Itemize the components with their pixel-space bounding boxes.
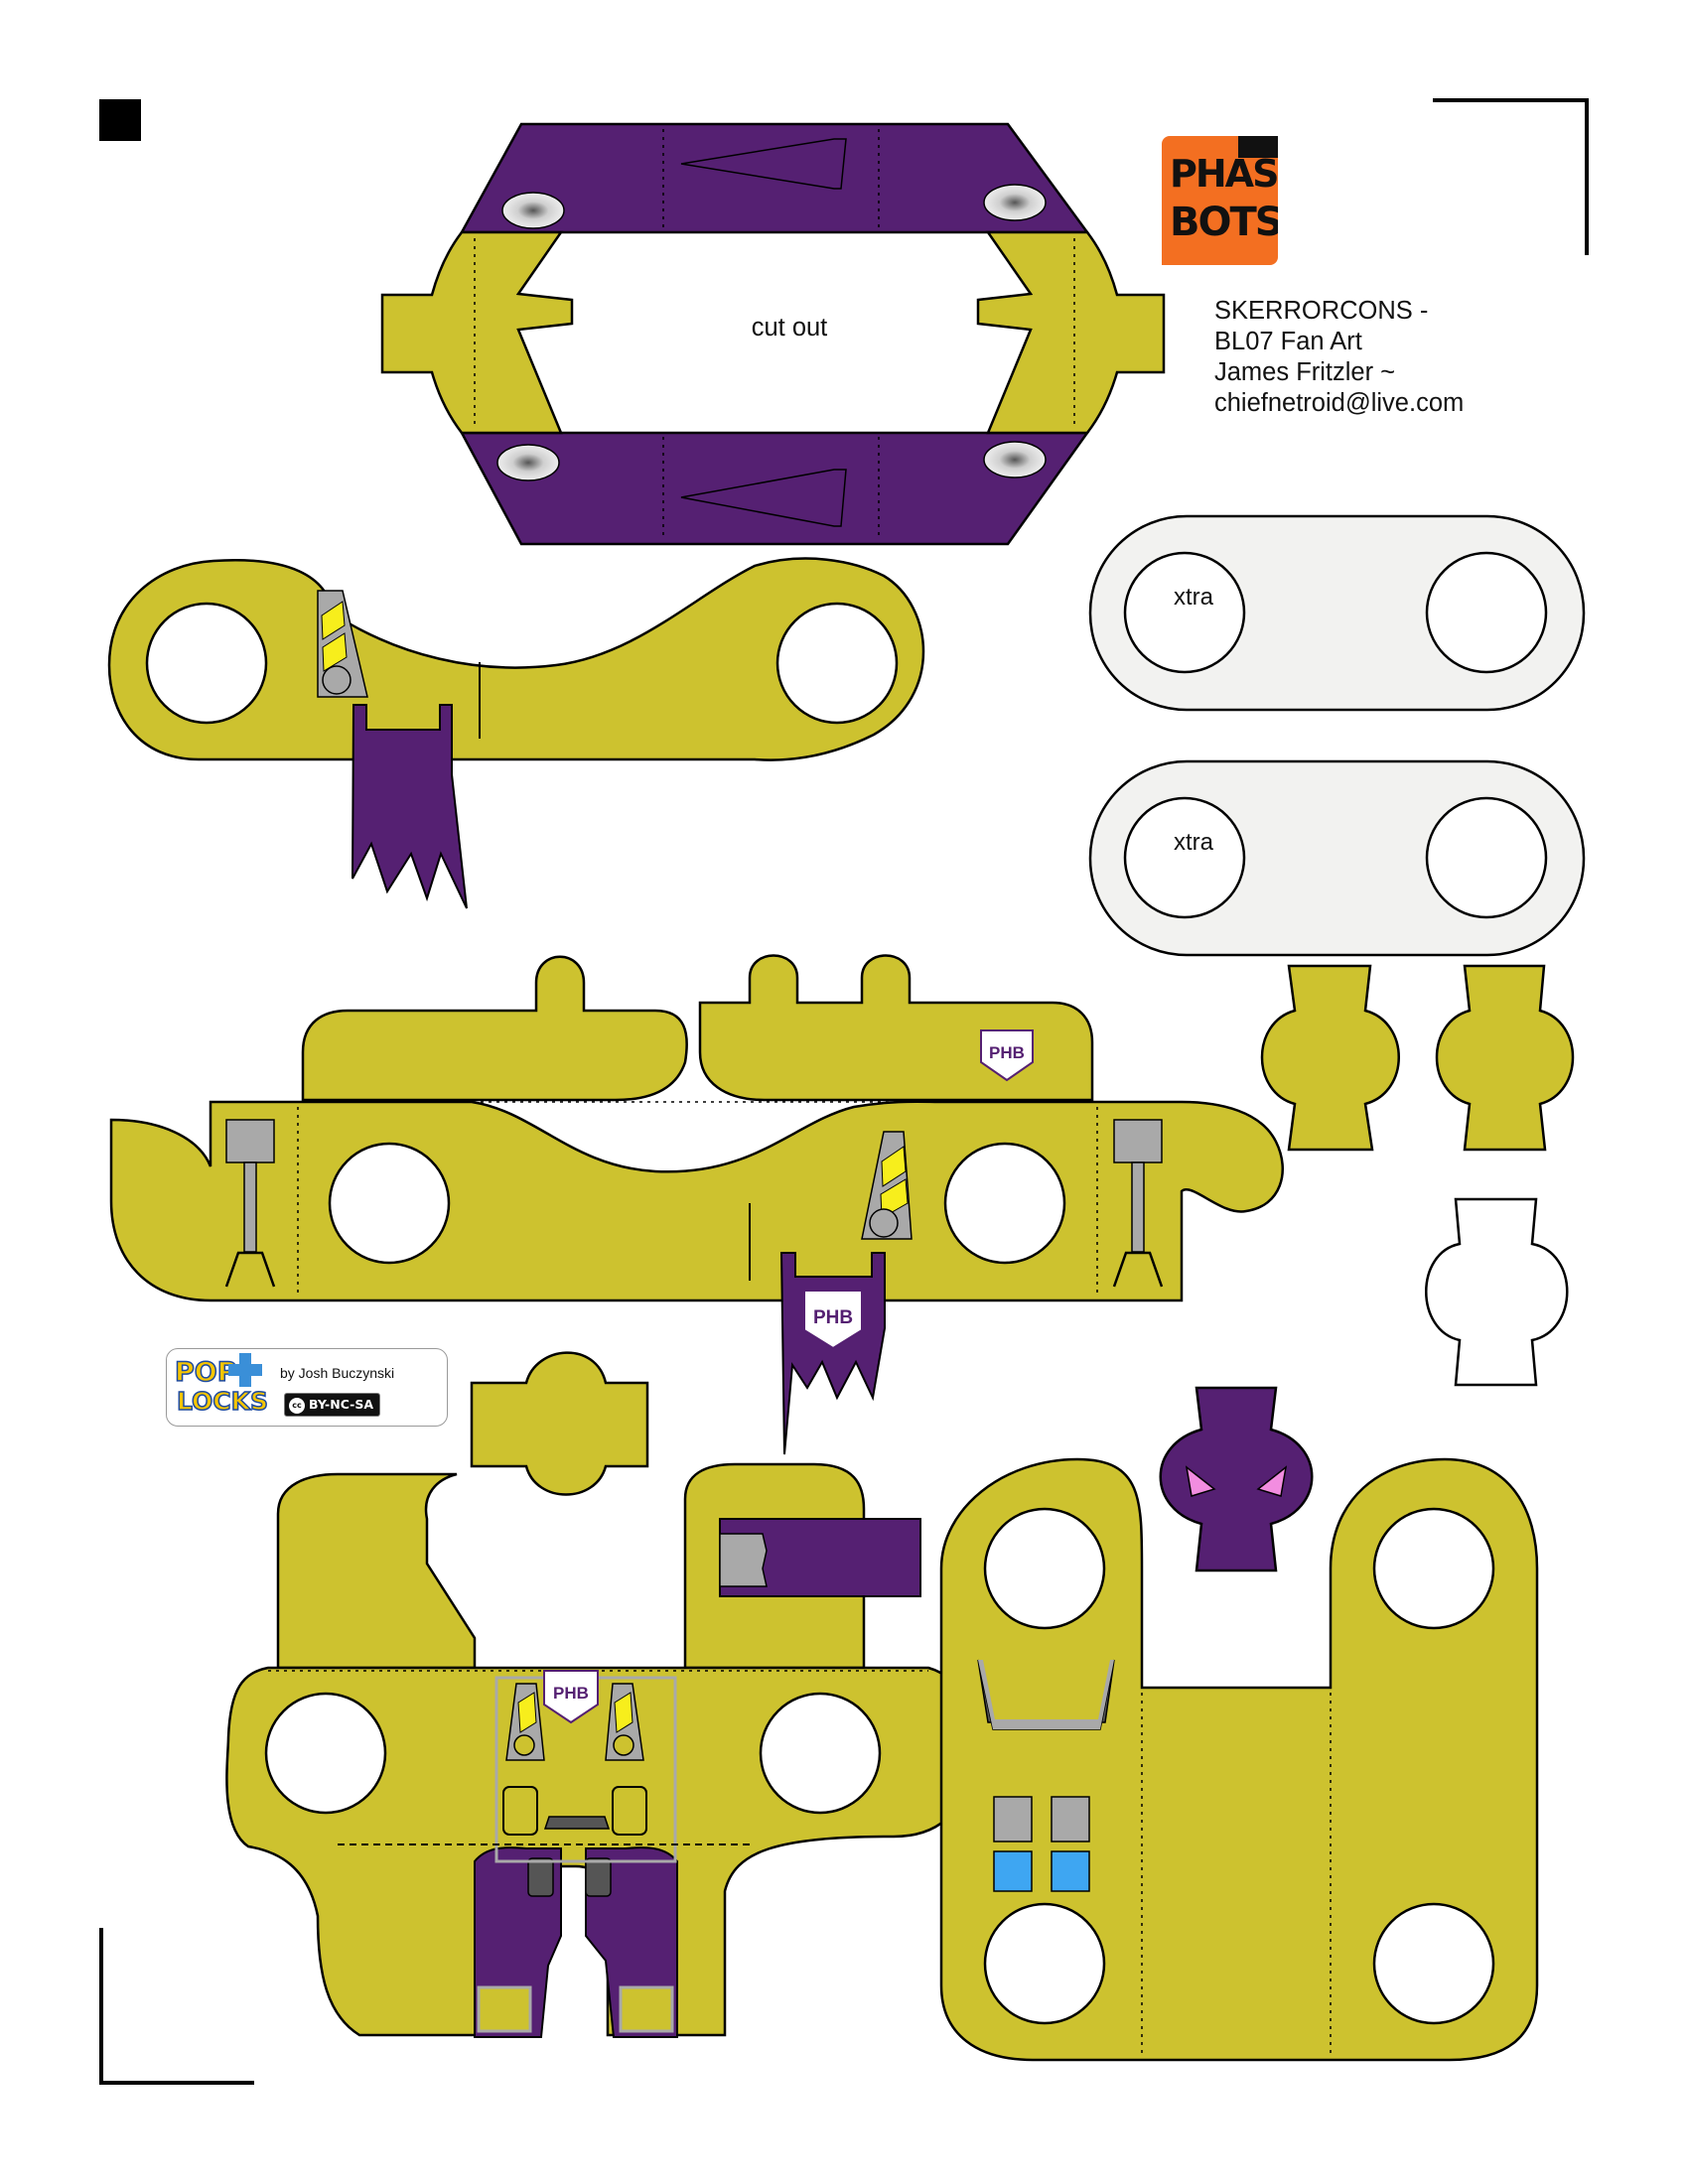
rivet-top-left bbox=[501, 192, 565, 229]
poplocks-badge: POP LOCKS by Josh Buczynski cc BY-NC-SA bbox=[166, 1348, 448, 1427]
phb-decepticon-badge-icon: PHB bbox=[803, 1290, 863, 1350]
torso-part bbox=[225, 1462, 976, 2038]
torso-hole-left bbox=[264, 1692, 387, 1815]
extra-capsule-2-hole-left bbox=[1123, 796, 1246, 919]
rivet-bottom-left bbox=[496, 444, 560, 481]
chest-bolt-left bbox=[513, 1734, 535, 1756]
poplocks-plus-icon bbox=[228, 1353, 262, 1387]
license-text: BY-NC-SA bbox=[309, 1397, 374, 1412]
chest-bolt-right bbox=[613, 1734, 634, 1756]
extra-capsule-1-hole-right bbox=[1425, 551, 1548, 674]
frame-bottom-arrow bbox=[680, 469, 847, 527]
phasebots-logo-row1: PHASE bbox=[1170, 152, 1278, 196]
rivet-bottom-right bbox=[983, 441, 1047, 478]
svg-text:PHB: PHB bbox=[553, 1684, 589, 1703]
face-eye-left bbox=[1185, 1465, 1216, 1497]
poplocks-locks-text: LOCKS bbox=[176, 1386, 269, 1417]
corner-mark-top-right bbox=[1433, 98, 1589, 255]
leg-vent-blue-right bbox=[1051, 1850, 1090, 1892]
leg-foot-left bbox=[477, 1985, 532, 2033]
arm-hole-left bbox=[145, 602, 268, 725]
registration-mark-icon bbox=[99, 99, 141, 141]
credits-block: SKERRORCONS - BL07 Fan Art James Fritzle… bbox=[1214, 296, 1512, 419]
leg-body-part bbox=[939, 1457, 1539, 2062]
leg-vent-blue-left bbox=[993, 1850, 1033, 1892]
arm-strip-part bbox=[107, 557, 925, 909]
body-stripe-1 bbox=[881, 1146, 907, 1187]
corner-mark-bottom-left bbox=[99, 1928, 254, 2085]
poplocks-byline: by Josh Buczynski bbox=[280, 1365, 395, 1381]
arm-purple-flap bbox=[352, 704, 468, 909]
body-hole-left bbox=[328, 1142, 451, 1265]
hip-piece-left bbox=[1260, 964, 1400, 1152]
head-frame-part bbox=[380, 122, 1166, 546]
body-tab-right-panel bbox=[698, 954, 1094, 1102]
torso-hole-right bbox=[759, 1692, 882, 1815]
phasebots-logo: PHASE BOTS bbox=[1162, 136, 1278, 265]
extra-label-1: xtra bbox=[1174, 584, 1214, 611]
leg-hole-bottom-left bbox=[983, 1902, 1106, 2025]
arm-stripe-2 bbox=[322, 632, 348, 672]
extra-label-2: xtra bbox=[1174, 829, 1214, 856]
arm-strip-body bbox=[107, 557, 925, 761]
body-hole-right bbox=[943, 1142, 1066, 1265]
credit-series: BL07 Fan Art bbox=[1214, 328, 1362, 355]
torso-left-tower bbox=[276, 1472, 477, 1670]
frame-left-side bbox=[380, 230, 574, 435]
shoulder-bowtie bbox=[470, 1351, 649, 1496]
leg-hole-top-left bbox=[983, 1507, 1106, 1630]
face-eye-right bbox=[1256, 1465, 1288, 1497]
leg-grey-plate bbox=[978, 1660, 1114, 1729]
extra-capsule-2-hole-right bbox=[1425, 796, 1548, 919]
svg-text:PHB: PHB bbox=[989, 1043, 1025, 1062]
leg-vent-grey-right bbox=[1051, 1796, 1090, 1843]
credit-email: chiefnetroid@live.com bbox=[1214, 389, 1465, 417]
license-badge: cc BY-NC-SA bbox=[284, 1393, 381, 1417]
phb-decepticon-badge-icon: PHB bbox=[980, 1029, 1034, 1082]
hip-piece-blank bbox=[1425, 1197, 1569, 1387]
body-piston-bolt bbox=[869, 1208, 899, 1238]
chest-block-right bbox=[612, 1786, 647, 1836]
extra-capsule-1-hole-left bbox=[1123, 551, 1246, 674]
hip-piece-right bbox=[1435, 964, 1575, 1152]
phasebots-logo-row2: BOTS bbox=[1170, 200, 1278, 245]
svg-text:PHB: PHB bbox=[813, 1307, 853, 1328]
chest-stripe-r bbox=[614, 1692, 633, 1733]
body-tab-left-panel bbox=[301, 955, 688, 1102]
leg-grille-left bbox=[527, 1857, 554, 1897]
leg-foot-right bbox=[619, 1985, 674, 2033]
credit-title: SKERRORCONS - bbox=[1214, 297, 1429, 325]
body-piston-right bbox=[1112, 1119, 1164, 1288]
body-piston-left bbox=[224, 1119, 276, 1288]
arm-piston-bolt bbox=[322, 665, 352, 695]
leg-hole-top-right bbox=[1372, 1507, 1495, 1630]
leg-vent-grey-left bbox=[993, 1796, 1033, 1843]
arm-hole-right bbox=[775, 602, 899, 725]
leg-grille-right bbox=[585, 1857, 612, 1897]
credit-author: James Fritzler ~ bbox=[1214, 358, 1396, 386]
frame-top-arrow bbox=[680, 138, 847, 190]
leg-body-main bbox=[939, 1457, 1539, 2062]
body-purple-flap bbox=[779, 1252, 886, 1455]
leg-hole-bottom-right bbox=[1372, 1902, 1495, 2025]
chest-stripe-l bbox=[517, 1692, 537, 1733]
cc-icon: cc bbox=[289, 1397, 305, 1414]
hip-pieces bbox=[470, 964, 1575, 1572]
phb-decepticon-badge-icon: PHB bbox=[543, 1670, 599, 1724]
extra-capsules bbox=[1088, 514, 1586, 957]
body-strip-main bbox=[109, 1100, 1284, 1302]
cut-out-label: cut out bbox=[752, 314, 828, 341]
rivet-top-right bbox=[983, 184, 1047, 221]
poplocks-pop-text: POP bbox=[174, 1356, 237, 1389]
chest-dark-plate bbox=[543, 1816, 611, 1830]
arm-stripe-1 bbox=[321, 601, 346, 640]
frame-right-side bbox=[976, 230, 1166, 435]
torso-tab-grey-block bbox=[719, 1533, 768, 1587]
chest-block-left bbox=[502, 1786, 538, 1836]
registration-marks bbox=[99, 98, 1589, 2085]
head-face-piece bbox=[1159, 1386, 1314, 1572]
logo-corner bbox=[1238, 136, 1278, 158]
